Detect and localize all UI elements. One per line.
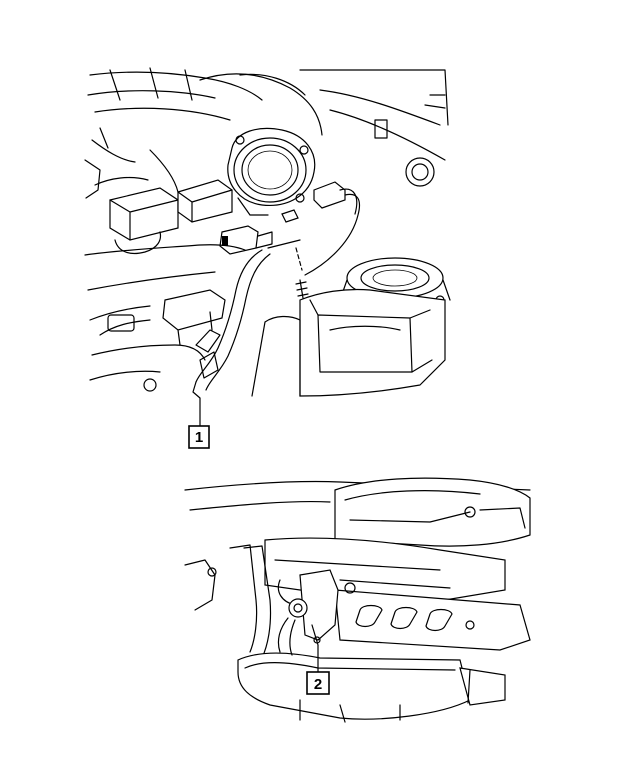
sensor-assembly <box>219 209 309 299</box>
callout-2-box <box>306 671 330 695</box>
oxygen-sensor-bracket <box>277 569 339 656</box>
callout-1-label: 1 <box>195 429 203 446</box>
callout-1: 1 <box>188 425 210 449</box>
underbody-view <box>184 477 531 723</box>
callout-2: 2 <box>306 671 330 695</box>
callout-2-label: 2 <box>314 676 322 693</box>
throttle-body <box>227 127 316 216</box>
engine-bay-view <box>84 67 451 399</box>
callout-1-box <box>188 425 210 449</box>
